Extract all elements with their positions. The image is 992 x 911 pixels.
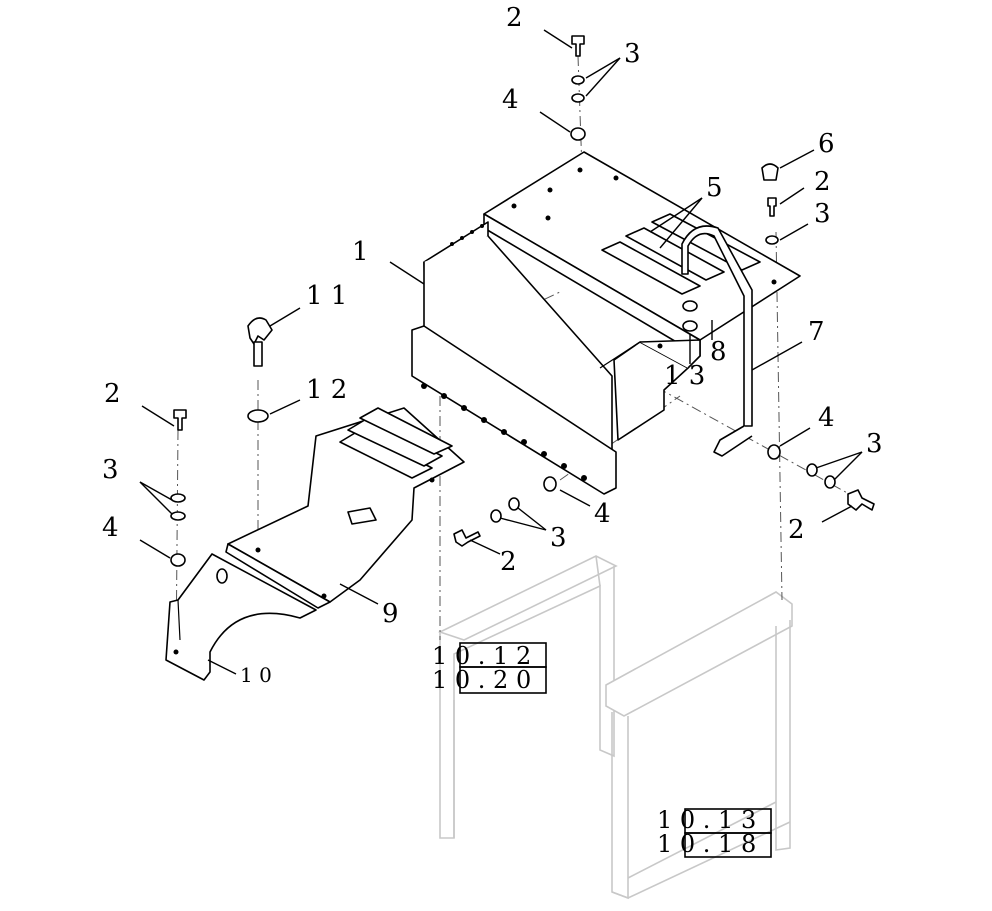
fasteners	[170, 35, 875, 567]
callout-8: 8	[710, 337, 727, 367]
callout-3-right: 3	[814, 199, 831, 229]
callout-2-right: 2	[814, 167, 831, 197]
grab-handle-part	[681, 225, 753, 457]
callout-4-right-low: 4	[818, 403, 835, 433]
callout-4-left: 4	[102, 513, 119, 543]
reference-left-top: 1 0 . 1 2	[432, 642, 531, 670]
main-cover-part	[411, 151, 801, 495]
hinge-row	[421, 383, 587, 481]
floor-plate-part	[225, 407, 465, 609]
callout-12: 1 2	[306, 375, 347, 405]
callout-7: 7	[808, 317, 825, 347]
callout-3-top: 3	[624, 39, 641, 69]
callout-2-left: 2	[104, 379, 121, 409]
leader-lines	[139, 29, 863, 675]
callout-2-mid: 2	[500, 547, 517, 577]
callout-4-mid: 4	[594, 499, 611, 529]
callout-3-left: 3	[102, 455, 119, 485]
callout-11: 1 1	[306, 281, 347, 311]
ghost-frame-left	[437, 555, 618, 839]
callout-2-top: 2	[506, 3, 523, 33]
callout-2-right-low: 2	[788, 515, 805, 545]
reference-left-bottom: 1 0 . 2 0	[432, 666, 531, 694]
reference-left: 1 0 . 1 2 1 0 . 2 0	[432, 642, 547, 694]
side-bracket-part	[165, 553, 317, 681]
ghost-frame-right	[605, 591, 793, 900]
callout-4-top: 4	[502, 85, 519, 115]
callout-13: 1 3	[664, 361, 705, 391]
callout-3-right-low: 3	[866, 429, 883, 459]
callout-6: 6	[818, 129, 835, 159]
reference-right-bottom: 1 0 . 1 8	[657, 830, 756, 858]
callout-10: 1 0	[240, 663, 272, 687]
callout-numbers: 2 3 4 6 2 3 5 1 1 1 1 2 7 8 1 3 2 3 4 4 …	[102, 3, 883, 687]
callout-1: 1	[352, 237, 369, 267]
reference-right-top: 1 0 . 1 3	[657, 806, 756, 834]
callout-9: 9	[382, 599, 399, 629]
callout-3-mid: 3	[550, 523, 567, 553]
callout-5: 5	[706, 173, 723, 203]
reference-right: 1 0 . 1 3 1 0 . 1 8	[657, 806, 772, 858]
